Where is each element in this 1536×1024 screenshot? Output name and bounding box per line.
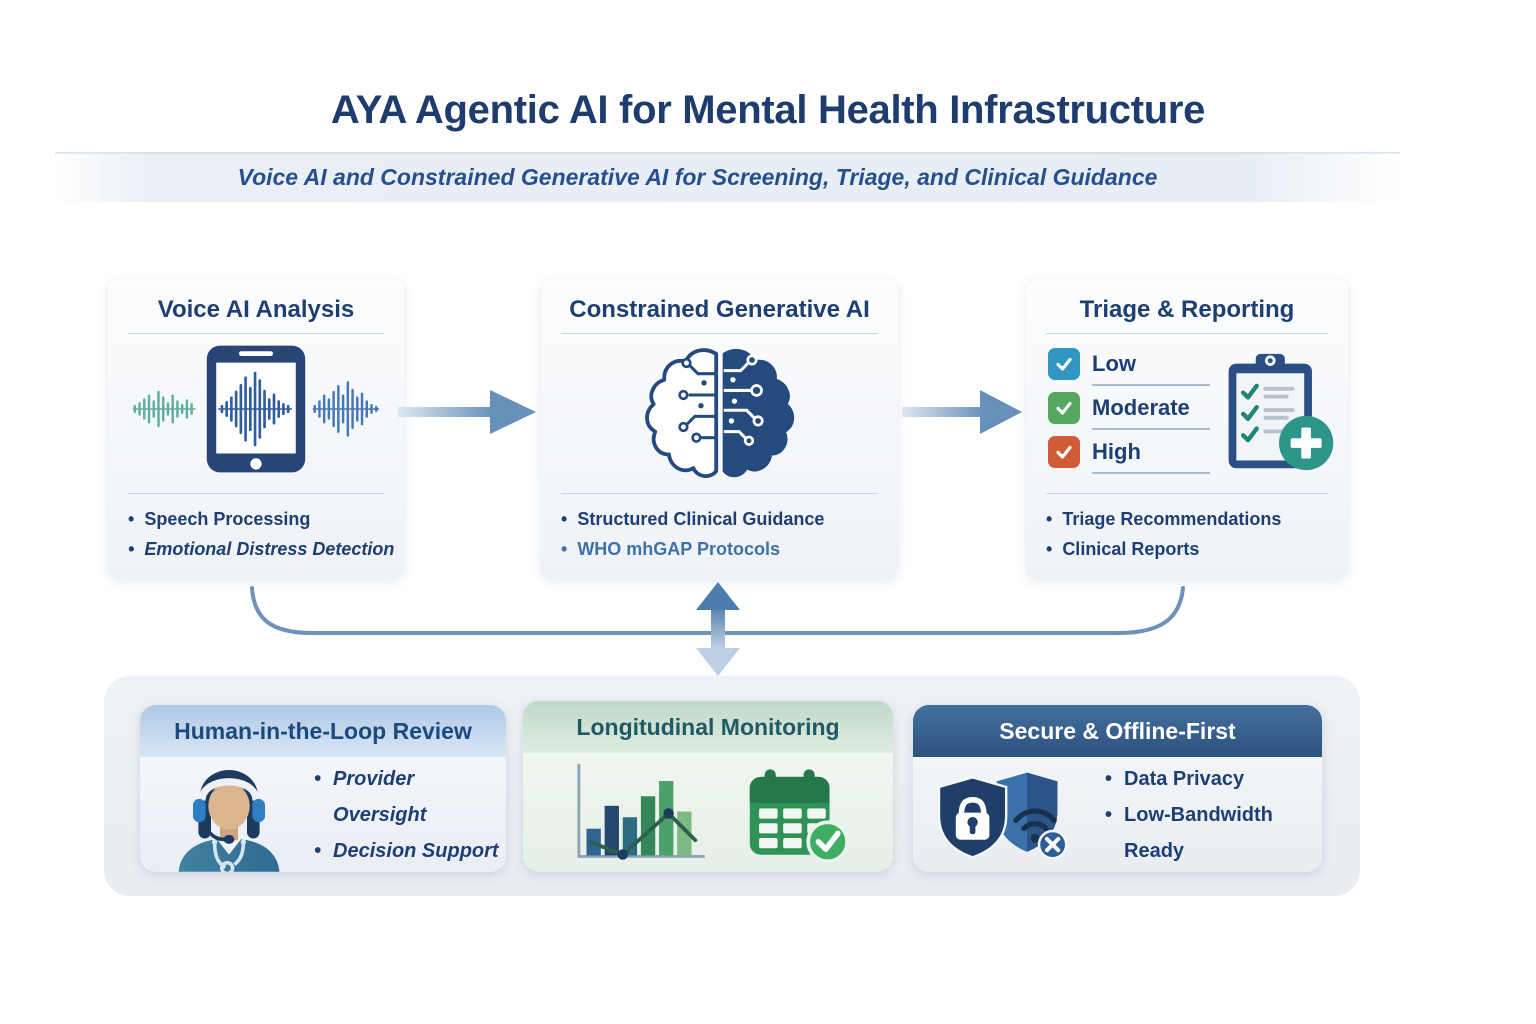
card-title: Voice AI Analysis <box>157 296 355 323</box>
card-triage-reporting: Triage & Reporting Low Moderate <box>1026 279 1348 580</box>
shield-lock-offline-icon <box>931 766 1083 864</box>
card-title: Triage & Reporting <box>1079 296 1295 323</box>
divider <box>1092 428 1210 430</box>
card-header: Longitudinal Monitoring <box>523 701 893 753</box>
bar-chart-trend-icon <box>564 760 714 865</box>
triage-section: Low Moderate High <box>1026 334 1348 484</box>
bullet-list: Speech Processing Emotional Distress Det… <box>108 494 404 580</box>
divider <box>1092 472 1210 474</box>
bullet-item: Emotional Distress Detection <box>128 534 398 564</box>
checkbox-high-icon <box>1048 436 1080 468</box>
brain-circuit-icon <box>541 334 898 484</box>
card-voice-ai-analysis: Voice AI Analysis Speech Processing Emot… <box>108 279 404 580</box>
triage-level-high: High <box>1048 436 1210 468</box>
triage-label: Moderate <box>1092 395 1190 420</box>
card-title: Constrained Generative AI <box>569 296 870 323</box>
card-header: Human-in-the-Loop Review <box>140 705 506 757</box>
bullet-item: Low-Bandwidth Ready <box>1105 797 1322 869</box>
page-subtitle: Voice AI and Constrained Generative AI f… <box>237 164 1158 190</box>
bullet-list: Data Privacy Low-Bandwidth Ready <box>1105 761 1322 869</box>
flow-arrow-1-icon <box>398 390 536 434</box>
divider <box>1046 333 1328 334</box>
card-body: Data Privacy Low-Bandwidth Ready <box>913 757 1322 872</box>
card-body: Provider Oversight Decision Support <box>140 757 506 872</box>
triage-levels: Low Moderate High <box>1048 348 1210 484</box>
divider <box>128 333 384 334</box>
calendar-check-icon <box>744 762 852 864</box>
card-longitudinal-monitoring: Longitudinal Monitoring <box>523 701 893 872</box>
bullet-item: Speech Processing <box>128 504 398 534</box>
bullet-item: Triage Recommendations <box>1046 504 1342 534</box>
bullet-item: Data Privacy <box>1105 761 1322 797</box>
card-body <box>523 753 893 872</box>
bullet-item: Structured Clinical Guidance <box>561 504 892 534</box>
bullet-item: WHO mhGAP Protocols <box>561 534 892 564</box>
triage-label: Low <box>1092 351 1136 376</box>
triage-level-moderate: Moderate <box>1048 392 1210 424</box>
provider-headset-icon <box>166 759 292 872</box>
checkbox-moderate-icon <box>1048 392 1080 424</box>
bullet-list: Structured Clinical Guidance WHO mhGAP P… <box>541 494 898 580</box>
divider <box>1092 384 1210 386</box>
bullet-item: Provider Oversight <box>314 761 506 833</box>
card-header: Secure & Offline-First <box>913 705 1322 757</box>
subtitle-band: Voice AI and Constrained Generative AI f… <box>55 152 1400 202</box>
triage-label: High <box>1092 439 1141 464</box>
checkbox-low-icon <box>1048 348 1080 380</box>
triage-level-low: Low <box>1048 348 1210 380</box>
divider <box>1046 493 1328 494</box>
divider <box>128 493 384 494</box>
page-title: AYA Agentic AI for Mental Health Infrast… <box>330 88 1206 132</box>
card-secure-offline-first: Secure & Offline-First <box>913 705 1322 872</box>
flow-arrow-2-icon <box>902 390 1022 434</box>
card-human-in-the-loop-review: Human-in-the-Loop Review <box>140 705 506 872</box>
bidirectional-arrow-icon <box>696 582 740 676</box>
bullet-list: Provider Oversight Decision Support <box>314 761 506 869</box>
bullet-list: Triage Recommendations Clinical Reports <box>1026 494 1348 580</box>
medical-clipboard-checklist-icon <box>1220 350 1338 484</box>
divider <box>561 493 878 494</box>
card-constrained-generative-ai: Constrained Generative AI <box>541 279 898 580</box>
bullet-item: Clinical Reports <box>1046 534 1342 564</box>
bullet-item: Decision Support <box>314 833 506 869</box>
smartphone-voice-waveform-icon <box>108 334 404 484</box>
divider <box>561 333 878 334</box>
